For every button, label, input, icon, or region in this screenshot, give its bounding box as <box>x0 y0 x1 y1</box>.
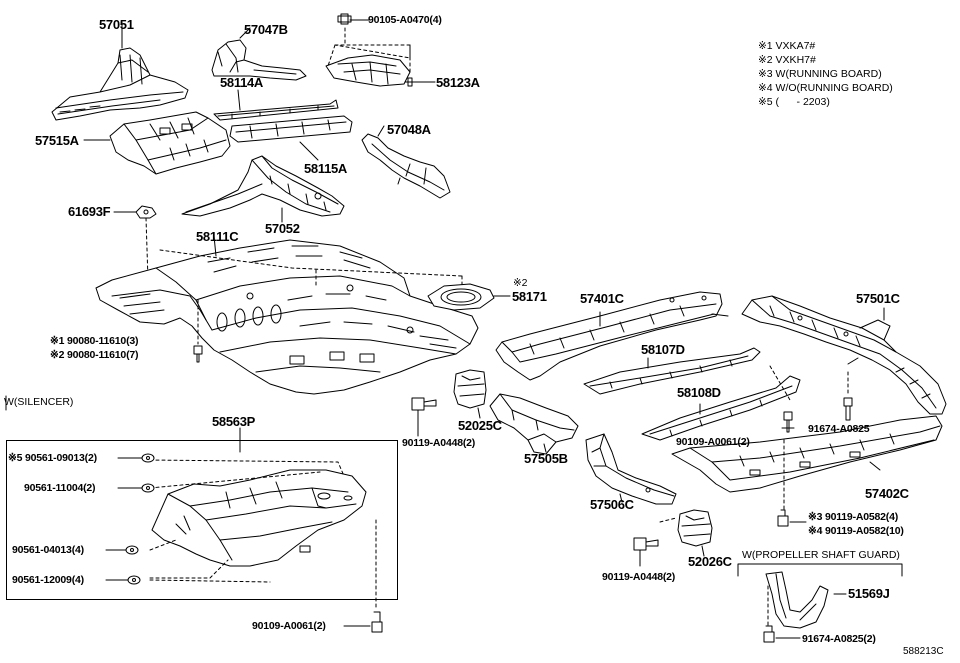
label-57401C[interactable]: 57401C <box>580 291 624 306</box>
header-silencer: W(SILENCER) <box>4 396 74 408</box>
bolt-90119-A0448-a-shape <box>412 398 436 410</box>
label-90080-a[interactable]: ※1 90080-11610(3) <box>50 335 139 347</box>
label-58563P[interactable]: 58563P <box>212 414 256 429</box>
legend-item: ※5 ( - 2203) <box>758 96 830 108</box>
part-58563P-shape <box>152 470 366 566</box>
bolt-91674-shape <box>844 398 852 420</box>
label-57515A[interactable]: 57515A <box>35 133 79 148</box>
label-57051[interactable]: 57051 <box>99 17 134 32</box>
bolt-90109-shape <box>782 412 794 432</box>
label-90119-A0582-a[interactable]: ※3 90119-A0582(4) <box>808 511 899 523</box>
bolt-91674-b-shape <box>764 626 774 642</box>
part-51569J-shape <box>766 572 828 628</box>
legend: ※1 VXKA7# ※2 VXKH7# ※3 W(RUNNING BOARD) … <box>758 39 893 109</box>
label-58171-note: ※2 <box>513 277 528 289</box>
label-57048A[interactable]: 57048A <box>387 122 431 137</box>
label-52025C[interactable]: 52025C <box>458 418 502 433</box>
part-57048A-shape <box>362 134 450 198</box>
clip-90561-12009-shape <box>127 575 141 585</box>
label-51569J[interactable]: 51569J <box>848 586 890 601</box>
part-57047B-shape <box>212 40 306 80</box>
label-58115A[interactable]: 58115A <box>304 161 348 176</box>
part-57501C-shape <box>742 296 946 414</box>
label-57505B[interactable]: 57505B <box>524 451 568 466</box>
label-58111C[interactable]: 58111C <box>196 229 239 244</box>
bolt-90119-A0582-shape <box>778 510 788 526</box>
label-90119-A0448-b[interactable]: 90119-A0448(2) <box>602 571 676 583</box>
part-57052-shape <box>182 156 344 216</box>
bolt-90080-shape <box>194 346 202 362</box>
label-90109-A0061-a[interactable]: 90109-A0061(2) <box>252 620 326 632</box>
part-58115A-shape <box>230 116 352 142</box>
part-57402C-shape <box>672 416 942 492</box>
label-91674-A0825[interactable]: 91674-A0825 <box>808 423 870 435</box>
bolt-90119-A0448-b-shape <box>634 538 658 550</box>
label-91674-A0825-b[interactable]: 91674-A0825(2) <box>802 633 876 645</box>
part-58123A-shape <box>326 55 410 86</box>
part-58111C-shape <box>96 240 478 394</box>
legend-item: ※3 W(RUNNING BOARD) <box>758 68 882 80</box>
label-57047B[interactable]: 57047B <box>244 22 288 37</box>
label-58114A[interactable]: 58114A <box>220 75 264 90</box>
label-57501C[interactable]: 57501C <box>856 291 900 306</box>
label-90561-12009[interactable]: 90561-12009(4) <box>12 574 84 586</box>
part-57506C-shape <box>586 434 676 504</box>
label-90119-A0448-a[interactable]: 90119-A0448(2) <box>402 437 476 449</box>
bolt-90109-a-shape <box>372 612 382 632</box>
part-58107D-shape <box>584 348 760 394</box>
part-52026C-shape <box>678 510 712 546</box>
label-57402C[interactable]: 57402C <box>865 486 909 501</box>
label-90105-A0470[interactable]: 90105-A0470(4) <box>368 14 442 26</box>
label-58123A[interactable]: 58123A <box>436 75 480 90</box>
label-57506C[interactable]: 57506C <box>590 497 634 512</box>
part-57505B-shape <box>490 394 578 454</box>
legend-item: ※1 VXKA7# <box>758 40 816 52</box>
part-58108D-shape <box>642 376 800 440</box>
diagram-id: 588213C <box>903 646 944 657</box>
part-58171-shape <box>428 284 494 310</box>
label-52026C[interactable]: 52026C <box>688 554 732 569</box>
legend-item: ※4 W/O(RUNNING BOARD) <box>758 82 893 94</box>
label-90109-A0061-b[interactable]: 90109-A0061(2) <box>676 436 750 448</box>
part-57515A-shape <box>110 112 230 174</box>
label-90561-04013[interactable]: 90561-04013(4) <box>12 544 84 556</box>
legend-item: ※2 VXKH7# <box>758 54 816 66</box>
label-90119-A0582-b[interactable]: ※4 90119-A0582(10) <box>808 525 904 537</box>
label-90561-09013[interactable]: ※5 90561-09013(2) <box>8 452 97 464</box>
silencer-group-frame <box>6 440 398 600</box>
label-58107D[interactable]: 58107D <box>641 342 685 357</box>
label-90080-b[interactable]: ※2 90080-11610(7) <box>50 349 139 361</box>
part-57051-shape <box>52 48 188 120</box>
label-61693F[interactable]: 61693F <box>68 204 111 219</box>
label-58171[interactable]: 58171 <box>512 289 547 304</box>
part-61693F-shape <box>136 206 156 218</box>
label-58108D[interactable]: 58108D <box>677 385 721 400</box>
label-57052[interactable]: 57052 <box>265 221 300 236</box>
part-52025C-shape <box>454 370 486 408</box>
part-58114A-shape <box>214 100 338 120</box>
part-57401C-shape <box>496 292 728 380</box>
header-propeller-shaft-guard: W(PROPELLER SHAFT GUARD) <box>742 549 900 561</box>
label-90561-11004[interactable]: 90561-11004(2) <box>24 482 96 494</box>
